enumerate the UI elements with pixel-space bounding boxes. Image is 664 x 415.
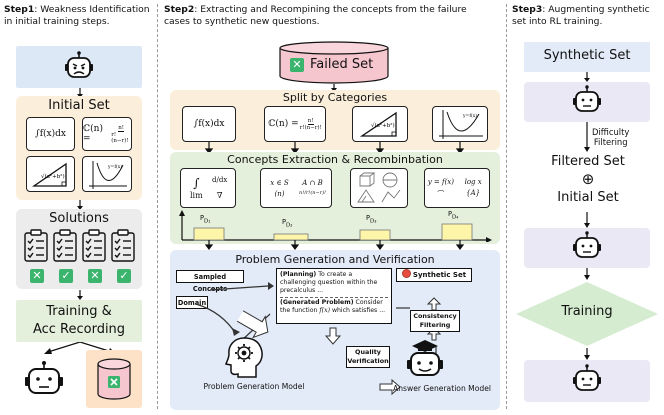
failed-database-icon bbox=[97, 358, 131, 400]
generation-text-box: (Planning) To create a challenging quest… bbox=[276, 268, 392, 324]
svg-text:√(a²+b²): √(a²+b²) bbox=[41, 173, 65, 180]
badge-wrong-2: ✕ bbox=[88, 269, 102, 283]
step1-initial-set-title: Initial Set bbox=[48, 98, 110, 113]
concept-functions-card: y = f(x) log x ⌒ {A} bbox=[424, 168, 490, 208]
badge-wrong-1: ✕ bbox=[30, 269, 44, 283]
step1-arrow-3 bbox=[77, 290, 83, 300]
robot-icon bbox=[25, 361, 63, 394]
robot-icon-3 bbox=[573, 231, 601, 258]
sampled-concepts-box: Sampled Concepts bbox=[176, 270, 244, 293]
step3-robot-panel-1 bbox=[524, 82, 650, 122]
svg-text:y=f(x): y=f(x) bbox=[107, 163, 122, 170]
divider-right bbox=[506, 4, 507, 409]
step3-arrow-4 bbox=[584, 268, 590, 280]
step3-robot-panel-3 bbox=[524, 360, 650, 402]
geometry-shapes-icon bbox=[357, 172, 401, 203]
training-line-2: Acc Recording bbox=[32, 322, 126, 337]
target-icon bbox=[401, 269, 411, 278]
pg-model-label: Problem Generation Model bbox=[203, 382, 305, 391]
training-diamond bbox=[516, 282, 658, 346]
training-acc-panel: Training & Acc Recording bbox=[16, 300, 142, 342]
concept-geometry-card bbox=[350, 168, 408, 208]
distribution-baseline bbox=[179, 210, 492, 242]
robot-icon-4 bbox=[573, 364, 601, 391]
badge-right-2: ✓ bbox=[117, 269, 131, 283]
graduate-robot-icon bbox=[407, 340, 443, 376]
step1-solutions-panel: Solutions ✕ ✓ ✕ ✓ bbox=[16, 209, 142, 289]
filtered-set-block: Filtered Set ⊕ Initial Set bbox=[518, 154, 658, 210]
filtered-set-label: Filtered Set bbox=[551, 154, 625, 169]
step1-initial-set-panel: Initial Set ∫f(x)dx ℂ(n) = n! r!(n−r)! √… bbox=[16, 96, 142, 200]
oplus-symbol: ⊕ bbox=[581, 170, 595, 188]
synthetic-set-box: Synthetic Set bbox=[396, 268, 472, 282]
step3-training-label: Training bbox=[561, 304, 613, 319]
step3-robot-panel-2 bbox=[524, 228, 650, 268]
category-arrows bbox=[204, 142, 465, 154]
failed-db-panel bbox=[86, 350, 142, 408]
cat-integral-card: ∫f(x)dx bbox=[182, 106, 236, 142]
p-label-4: PD₄ bbox=[448, 210, 459, 221]
solutions-title: Solutions bbox=[49, 211, 109, 226]
step1-arrow-2 bbox=[77, 200, 83, 210]
training-line-1: Training & bbox=[46, 304, 112, 319]
brain-gear-icon bbox=[225, 337, 263, 378]
concept-to-pg-arrows bbox=[204, 240, 465, 250]
combination-formula-card: ℂ(n) = n! r!(n−r)! bbox=[82, 117, 132, 151]
cat-combination-card: ℂ(n) = n! r!(n−r)! bbox=[264, 106, 326, 142]
step1-heading: Step1: Weakness Identification in initia… bbox=[4, 4, 150, 27]
step3-arrow-1 bbox=[584, 72, 590, 82]
integral-formula-card: ∫f(x)dx bbox=[26, 117, 75, 151]
checklist-icons bbox=[24, 229, 135, 262]
failed-set-label: Failed Set bbox=[310, 57, 374, 72]
svg-text:√(a²+b²): √(a²+b²) bbox=[371, 122, 395, 129]
split-categories-panel: Split by Categories ∫f(x)dx ℂ(n) = n! r!… bbox=[170, 90, 500, 150]
failed-set-cylinder: ✕ Failed Set bbox=[276, 40, 392, 86]
step3-synthetic-set-panel: Synthetic Set bbox=[524, 42, 650, 72]
concepts-title: Concepts Extraction & Recombinbation bbox=[227, 153, 443, 166]
step2-heading: Step2: Extracting and Recompining the co… bbox=[164, 4, 467, 27]
divider-left bbox=[157, 4, 158, 409]
robot-icon-2 bbox=[573, 85, 601, 112]
pg-title: Problem Generation and Verification bbox=[235, 253, 435, 266]
step3-heading: Step3: Augmenting synthetic set into RL … bbox=[512, 4, 650, 27]
triangle-card: √(a²+b²) bbox=[26, 156, 75, 192]
step3-arrow-2 bbox=[584, 122, 590, 152]
svg-text:y=f(x): y=f(x) bbox=[462, 112, 477, 119]
p-label-1: PD₁ bbox=[200, 214, 211, 225]
split-title: Split by Categories bbox=[282, 91, 388, 104]
p-label-2: PD₂ bbox=[282, 218, 293, 229]
step3-arrow-3 bbox=[584, 212, 590, 228]
badge-right-1: ✓ bbox=[59, 269, 73, 283]
concept-calculus-card: ∫ d/dx lim ∇ bbox=[180, 168, 236, 208]
p-label-3: PD₃ bbox=[366, 214, 377, 225]
cat-triangle-card: √(a²+b²) bbox=[352, 106, 408, 142]
failed-x-icon: ✕ bbox=[290, 58, 304, 72]
cat-function-card: y=f(x) bbox=[432, 106, 488, 142]
step1-robot-panel bbox=[16, 46, 142, 88]
concepts-panel: Concepts Extraction & Recombinbation ∫ d… bbox=[170, 152, 500, 244]
ag-model-label: Answer Generation Model bbox=[393, 384, 491, 393]
concept-sets-card: x ∈ S A ∩ B (n) n!/r!(n−r)! bbox=[260, 168, 332, 208]
problem-generation-panel: Problem Generation and Verification Samp… bbox=[170, 250, 500, 410]
sad-robot-icon bbox=[65, 51, 93, 78]
step3-arrow-5 bbox=[584, 348, 590, 360]
function-graph-card: y=f(x) bbox=[82, 156, 132, 192]
step3-synthetic-set-label: Synthetic Set bbox=[543, 48, 631, 63]
step3-initial-set-label: Initial Set bbox=[557, 190, 619, 205]
